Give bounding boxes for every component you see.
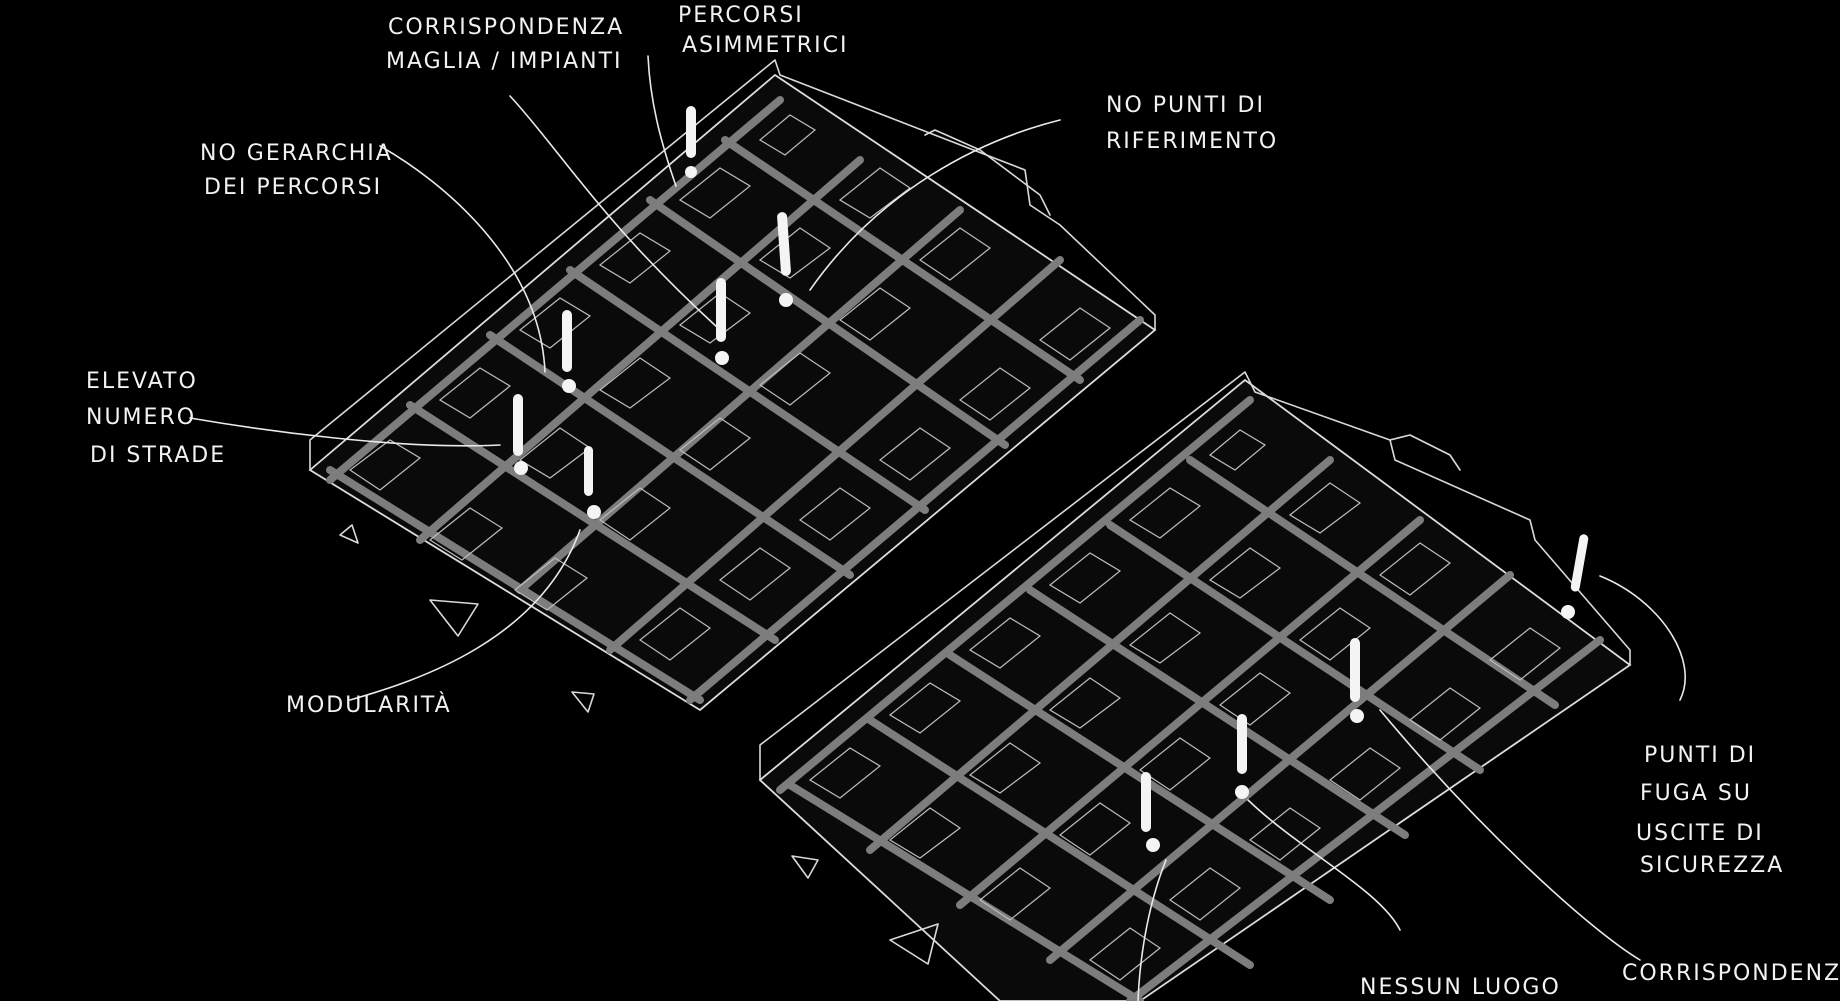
leader-modularita — [349, 529, 581, 701]
annotation-nessun-luogo: NESSUN LUOGO — [1360, 975, 1561, 1000]
lower-block-floor — [758, 378, 1632, 1001]
annotation-line: DI STRADE — [90, 443, 226, 468]
annotation-line: PERCORSI — [678, 3, 804, 28]
upper-block-annex — [924, 129, 1051, 216]
warning-markers — [513, 106, 1589, 852]
annotation-line: NESSUN LUOGO — [1360, 975, 1561, 1000]
upper-north-marker — [339, 524, 359, 544]
exclamation-icon — [584, 446, 601, 519]
annotation-punti-di-fuga: PUNTI DI FUGA SU USCITE DI SICUREZZA — [1636, 743, 1784, 878]
leader-punti-fuga — [1599, 575, 1686, 701]
annotation-corrispondenza-top: CORRISPONDENZA MAGLIA / IMPIANTI — [386, 15, 624, 74]
annotation-line: PUNTI DI — [1644, 743, 1756, 768]
lower-longitudinal-streets — [776, 396, 1604, 1001]
exclamation-icon — [513, 394, 528, 475]
annotation-line: USCITE DI — [1636, 821, 1764, 846]
exclamation-icon — [1350, 638, 1364, 723]
lower-plan-block — [758, 371, 1632, 1001]
leader-lines — [189, 55, 1686, 1001]
exclamation-icon — [562, 310, 576, 393]
leader-corrispondenza-bottom — [1379, 709, 1641, 961]
upper-section-marker — [429, 599, 479, 637]
lower-block-annex — [1389, 434, 1461, 471]
exclamation-icon — [1141, 772, 1160, 852]
annotation-modularita: MODULARITÀ — [286, 692, 452, 718]
annotation-elevato-numero: ELEVATO NUMERO DI STRADE — [86, 369, 226, 468]
annotation-line: NO GERARCHIA — [200, 141, 393, 166]
annotation-corrispondenza-bottom: CORRISPONDENZA — [1622, 961, 1840, 986]
upper-transverse-streets — [326, 136, 1084, 704]
lower-block-wall — [759, 371, 1631, 781]
annotation-line: FUGA SU — [1640, 781, 1752, 806]
annotation-line: DEI PERCORSI — [204, 175, 382, 200]
exclamation-icon — [1235, 714, 1249, 799]
annotation-no-punti-riferimento: NO PUNTI DI RIFERIMENTO — [1106, 93, 1278, 154]
lower-transverse-streets — [786, 456, 1559, 1001]
lower-building-blocks — [808, 429, 1562, 981]
annotation-line: CORRISPONDENZA — [1622, 961, 1840, 986]
leader-no-punti — [809, 119, 1061, 291]
annotation-line: NUMERO — [86, 405, 196, 430]
exclamation-icon — [1561, 534, 1589, 619]
annotation-line: SICUREZZA — [1640, 853, 1784, 878]
annotation-line: RIFERIMENTO — [1106, 129, 1278, 154]
annotation-percorsi-asimmetrici: PERCORSI ASIMMETRICI — [678, 3, 848, 58]
exclamation-icon — [715, 278, 729, 365]
upper-block-wall — [309, 59, 1156, 471]
leader-extra — [1137, 859, 1167, 1001]
annotation-no-gerarchia: NO GERARCHIA DEI PERCORSI — [200, 141, 393, 200]
lower-section-marker — [889, 923, 939, 965]
leader-no-gerarchia — [379, 145, 546, 373]
annotation-line: MODULARITÀ — [286, 692, 452, 718]
upper-building-blocks — [348, 114, 1112, 661]
lower-north-marker — [791, 855, 819, 879]
upper-plan-block — [308, 59, 1157, 713]
upper-section-marker-2 — [571, 691, 595, 713]
leader-corrispondenza-top — [509, 95, 719, 329]
annotation-line: NO PUNTI DI — [1106, 93, 1265, 118]
leader-nessun-luogo — [1247, 799, 1401, 931]
exclamation-icon — [685, 106, 697, 178]
exclamation-icon — [777, 212, 793, 307]
leader-percorsi — [647, 55, 677, 187]
annotation-line: ELEVATO — [86, 369, 198, 394]
leader-elevato — [189, 417, 501, 447]
annotation-line: ASIMMETRICI — [682, 33, 848, 58]
annotation-line: CORRISPONDENZA — [388, 15, 624, 40]
annotation-line: MAGLIA / IMPIANTI — [386, 49, 623, 74]
